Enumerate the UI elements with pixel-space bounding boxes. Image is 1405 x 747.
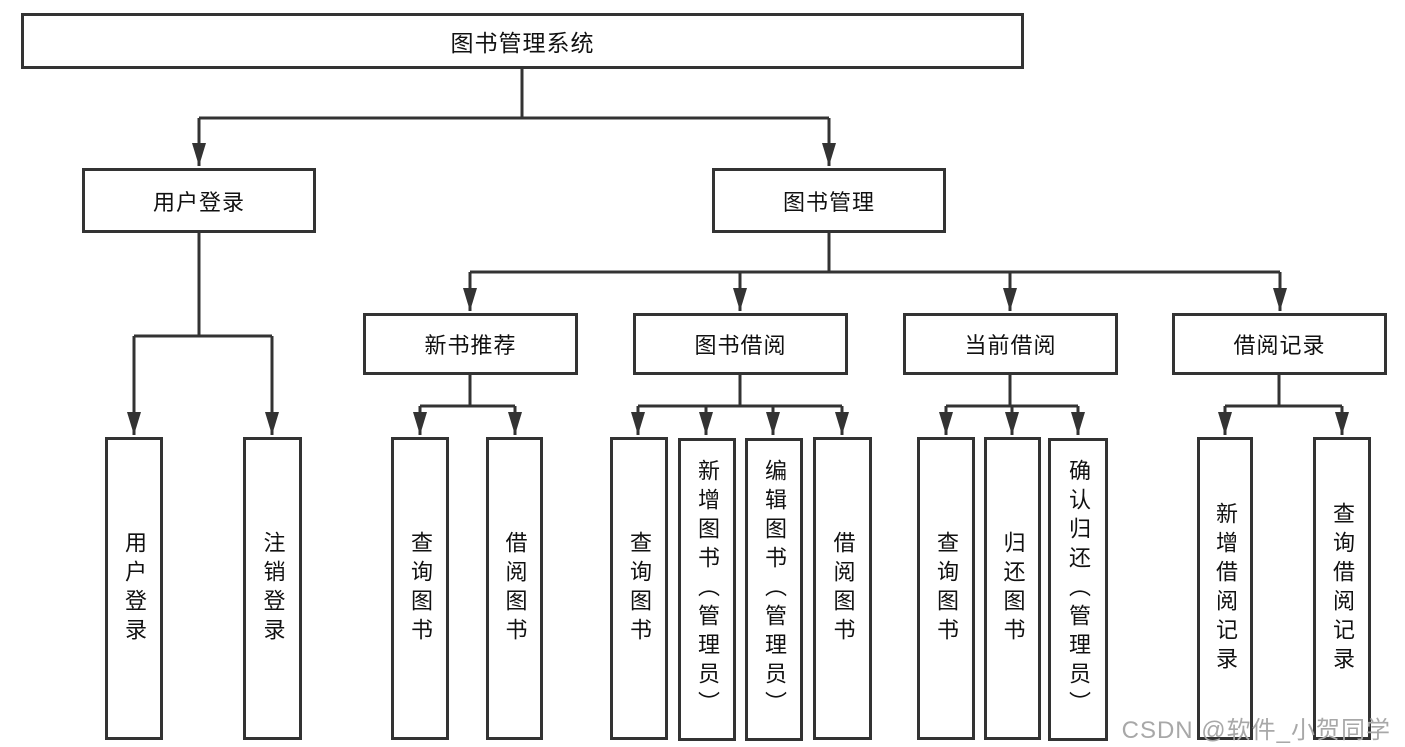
leaf-user-login: 用户登录 (105, 437, 163, 740)
csdn-watermark: CSDN @软件_小贺同学 (1121, 717, 1391, 744)
node-user-login: 用户登录 (82, 168, 316, 233)
node-current-borrowing: 当前借阅 (903, 313, 1118, 375)
node-borrow-records: 借阅记录 (1172, 313, 1387, 375)
leaf-borrow-borrow-books: 借阅图书 (813, 437, 872, 740)
node-book-borrowing: 图书借阅 (633, 313, 848, 375)
leaf-current-confirm-return-admin: 确认归还（管理员） (1048, 438, 1108, 741)
leaf-logout: 注销登录 (243, 437, 302, 740)
leaf-borrow-add-books-admin: 新增图书（管理员） (678, 438, 736, 741)
leaf-borrow-query-books: 查询图书 (610, 437, 668, 740)
leaf-records-query-borrow-record: 查询借阅记录 (1313, 437, 1371, 740)
leaf-newrec-query-books: 查询图书 (391, 437, 449, 740)
leaf-records-add-borrow-record: 新增借阅记录 (1197, 437, 1253, 740)
leaf-borrow-edit-books-admin: 编辑图书（管理员） (745, 438, 803, 741)
node-new-book-recommend: 新书推荐 (363, 313, 578, 375)
node-book-management: 图书管理 (712, 168, 946, 233)
leaf-newrec-borrow-books: 借阅图书 (486, 437, 543, 740)
leaf-current-return-books: 归还图书 (984, 437, 1041, 740)
leaf-current-query-books: 查询图书 (917, 437, 975, 740)
node-library-system: 图书管理系统 (21, 13, 1024, 69)
